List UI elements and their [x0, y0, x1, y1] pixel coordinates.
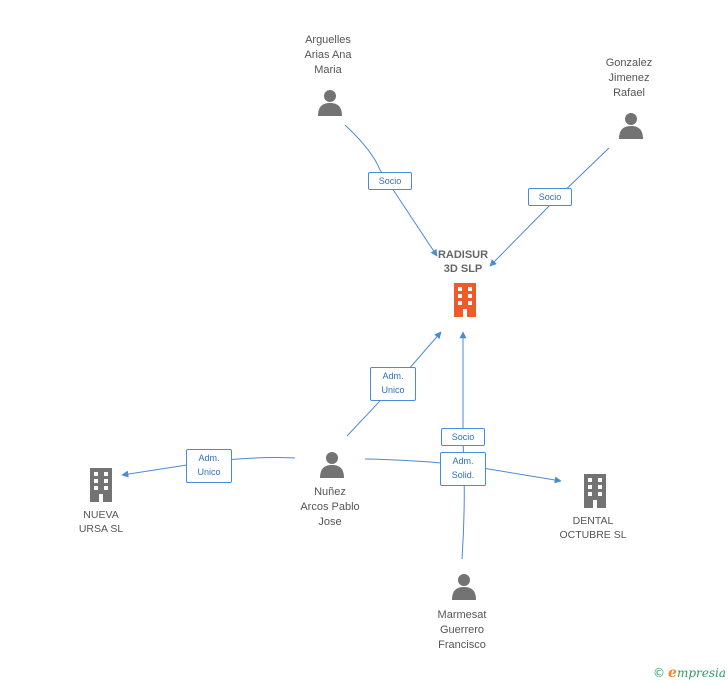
person-icon	[320, 452, 344, 478]
brand-logo: ©empresia	[653, 665, 726, 681]
brand-name: mpresia	[676, 666, 726, 680]
node-label-marmesat[interactable]: Marmesat Guerrero Francisco	[437, 609, 487, 651]
edge-label-socio: Socio	[441, 428, 485, 446]
edge-label-adm-solid: Adm. Solid.	[440, 452, 486, 486]
person-icon	[452, 574, 476, 600]
node-label-radisur[interactable]: RADISUR 3D SLP	[437, 249, 489, 275]
node-label-nunez[interactable]: Nuñez Arcos Pablo Jose	[300, 486, 360, 528]
node-label-nueva-ursa[interactable]: NUEVA URSA SL	[78, 509, 124, 535]
copyright-symbol: ©	[653, 666, 666, 680]
building-icon-main	[454, 283, 476, 317]
building-icon	[584, 474, 606, 508]
edge-label-socio: Socio	[528, 188, 572, 206]
node-label-arguelles[interactable]: Arguelles Arias Ana Maria	[304, 34, 352, 76]
building-icon	[90, 468, 112, 502]
edge-label-socio: Socio	[368, 172, 412, 190]
edge-label-adm-unico: Adm. Unico	[370, 367, 416, 401]
person-icon	[619, 113, 643, 139]
person-icon	[318, 90, 342, 116]
brand-initial: e	[668, 665, 677, 681]
node-label-dental[interactable]: DENTAL OCTUBRE SL	[559, 515, 627, 541]
node-label-gonzalez[interactable]: Gonzalez Jimenez Rafael	[605, 57, 653, 99]
edge-arguelles-radisur	[344, 124, 438, 257]
edge-label-adm-unico: Adm. Unico	[186, 449, 232, 483]
